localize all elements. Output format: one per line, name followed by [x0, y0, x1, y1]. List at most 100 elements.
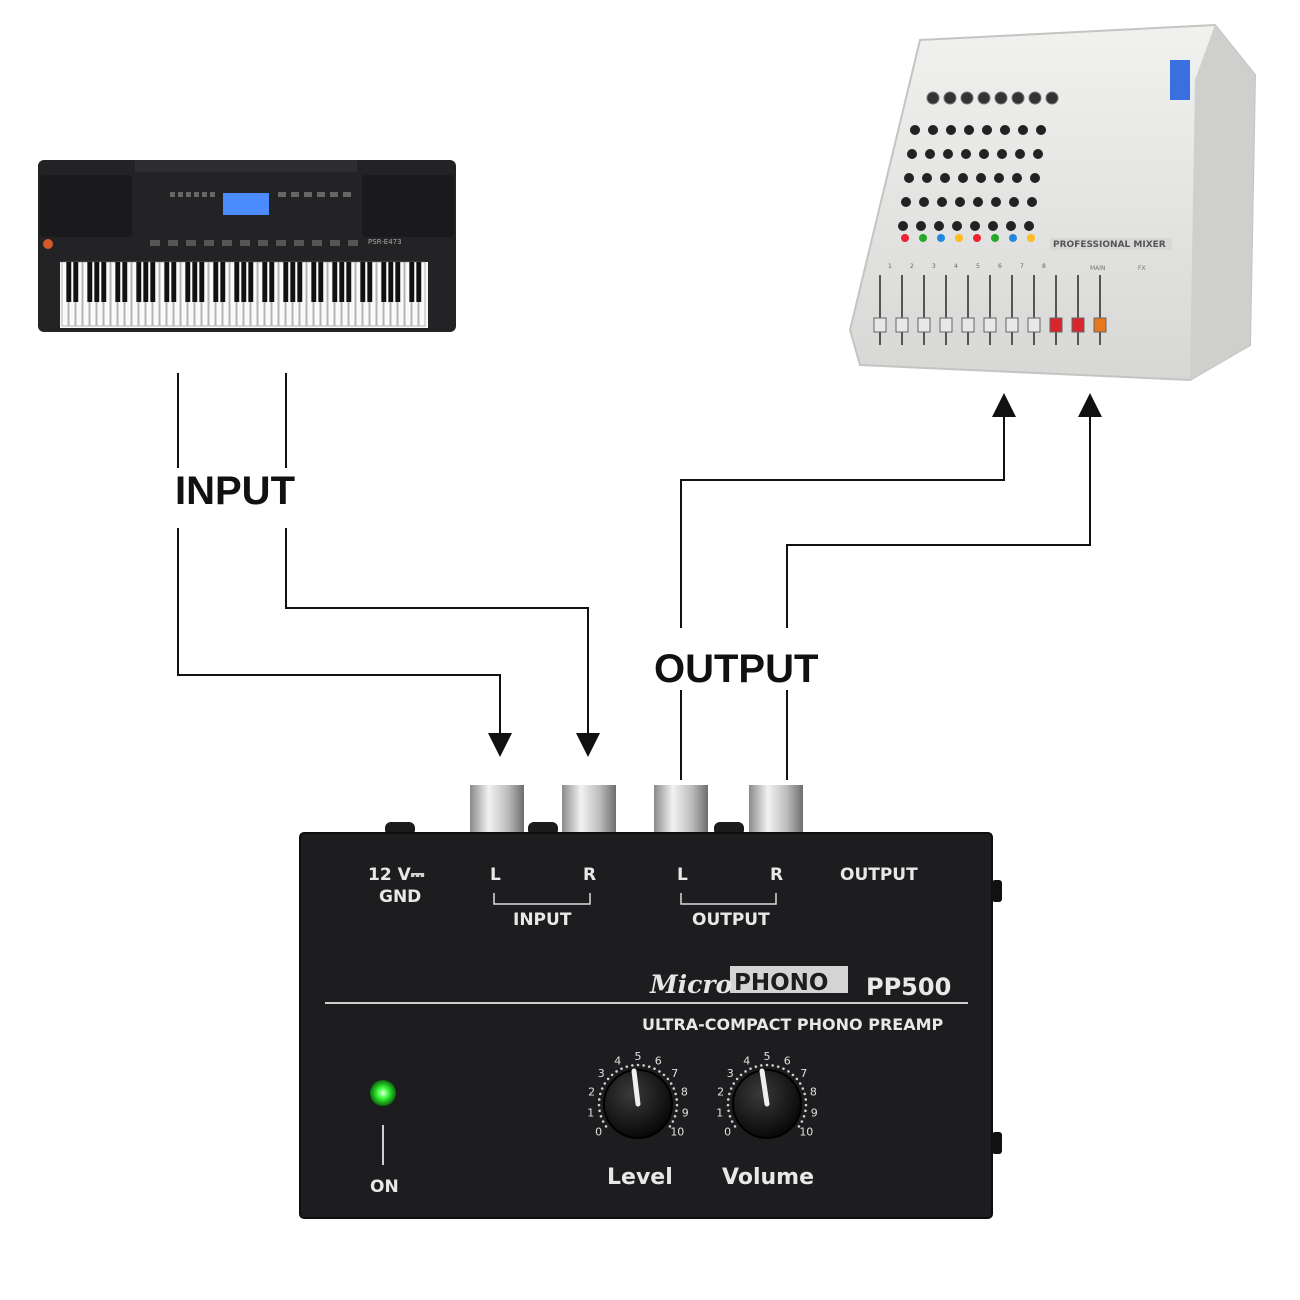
model-name: PP500 [866, 973, 951, 1001]
mixer-faders [873, 275, 1107, 345]
dial-dot [597, 1103, 601, 1107]
panel-button [168, 240, 178, 246]
panel-button [186, 192, 191, 197]
dial-dot [801, 1087, 805, 1090]
dial-dot [658, 1070, 661, 1073]
dial-dot [668, 1125, 672, 1128]
dial-dot [671, 1120, 675, 1123]
dial-dot [760, 1064, 763, 1067]
mixer-fader-cap [1027, 317, 1041, 333]
mixer-knob [997, 149, 1007, 159]
black-key [241, 262, 247, 302]
output-cable-right-upper [786, 393, 1102, 628]
dial-dot [615, 1070, 618, 1073]
dial-number: 9 [682, 1106, 689, 1119]
black-key [269, 262, 275, 302]
mixer-knob [928, 125, 938, 135]
power-led [370, 1080, 396, 1106]
dial-dot [603, 1082, 607, 1085]
mixer-display [1170, 60, 1190, 100]
panel-button [202, 192, 207, 197]
black-key [409, 262, 415, 302]
dial-number: 8 [681, 1086, 688, 1099]
mixer-channel-number: 7 [1020, 263, 1024, 270]
mixer-knob [970, 221, 980, 231]
mixer-knob-cap [1027, 234, 1035, 242]
mixer-knob [919, 197, 929, 207]
dial-dot [739, 1073, 743, 1077]
mixer-knob [910, 125, 920, 135]
keyboard-speaker-right [362, 175, 454, 237]
dial-dot [674, 1092, 677, 1096]
black-key [360, 262, 366, 302]
black-key [192, 262, 198, 302]
mixer-fader-cap [1005, 317, 1019, 333]
panel-button [204, 240, 214, 246]
dial-number: 7 [671, 1067, 678, 1080]
mixer-knob [898, 221, 908, 231]
mixer-knob-cap [955, 234, 963, 242]
output-side-label: OUTPUT [840, 865, 918, 885]
black-key [318, 262, 324, 302]
panel-button [186, 240, 196, 246]
dial-number: 10 [670, 1126, 684, 1139]
dial-number: 5 [635, 1050, 642, 1063]
dial-dot [675, 1098, 679, 1101]
mixer-knob [979, 149, 989, 159]
mixer-knob [955, 197, 965, 207]
keyboard-lcd [223, 193, 269, 215]
mixer-input-jack [960, 91, 974, 105]
panel-button [150, 240, 160, 246]
panel-button [330, 192, 338, 197]
dial-dot [653, 1067, 656, 1070]
black-key [290, 262, 296, 302]
mixer-fader-cap [1049, 317, 1063, 333]
mixer-knob [904, 173, 914, 183]
mixer-knob [943, 149, 953, 159]
mixer-knob [1027, 197, 1037, 207]
panel-button [178, 192, 183, 197]
dial-dot [669, 1082, 673, 1085]
black-key [199, 262, 205, 302]
panel-button [194, 192, 199, 197]
keyboard-model-text: PSR-E473 [368, 238, 402, 246]
panel-button [330, 240, 340, 246]
black-key [115, 262, 121, 302]
mixer-knob [1000, 125, 1010, 135]
dial-dot [729, 1087, 733, 1090]
mixer-knob [982, 125, 992, 135]
mixer-channel-number: 8 [1042, 263, 1046, 270]
mixer-name-plate: PROFESSIONAL MIXER [1053, 240, 1166, 250]
panel-button [348, 240, 358, 246]
dial-number: 4 [743, 1054, 750, 1067]
dial-number: 5 [764, 1050, 771, 1063]
dial-number: 3 [727, 1067, 734, 1080]
mixer-knob [1033, 149, 1043, 159]
dial-dot [728, 1092, 731, 1096]
dial-dot [728, 1114, 732, 1118]
mixer-jacks [926, 91, 1059, 105]
panel-button [304, 192, 312, 197]
dial-dot [727, 1109, 730, 1113]
black-key [94, 262, 100, 302]
dial-dot [666, 1077, 670, 1081]
mixer-knob [1006, 221, 1016, 231]
output-cable-left-upper [680, 393, 1016, 628]
panel-button [276, 240, 286, 246]
input-cable-right-lower [285, 528, 600, 757]
dial-number: 10 [799, 1126, 813, 1139]
panel-button [210, 192, 215, 197]
input-group-label: INPUT [513, 910, 572, 930]
dial-dot [600, 1087, 604, 1090]
panel-button [294, 240, 304, 246]
panel-button [222, 240, 232, 246]
dial-dot [804, 1103, 808, 1107]
black-key [164, 262, 170, 302]
black-key [367, 262, 373, 302]
black-key [150, 262, 156, 302]
dial-number: 1 [587, 1106, 594, 1119]
dial-dot [672, 1087, 676, 1090]
